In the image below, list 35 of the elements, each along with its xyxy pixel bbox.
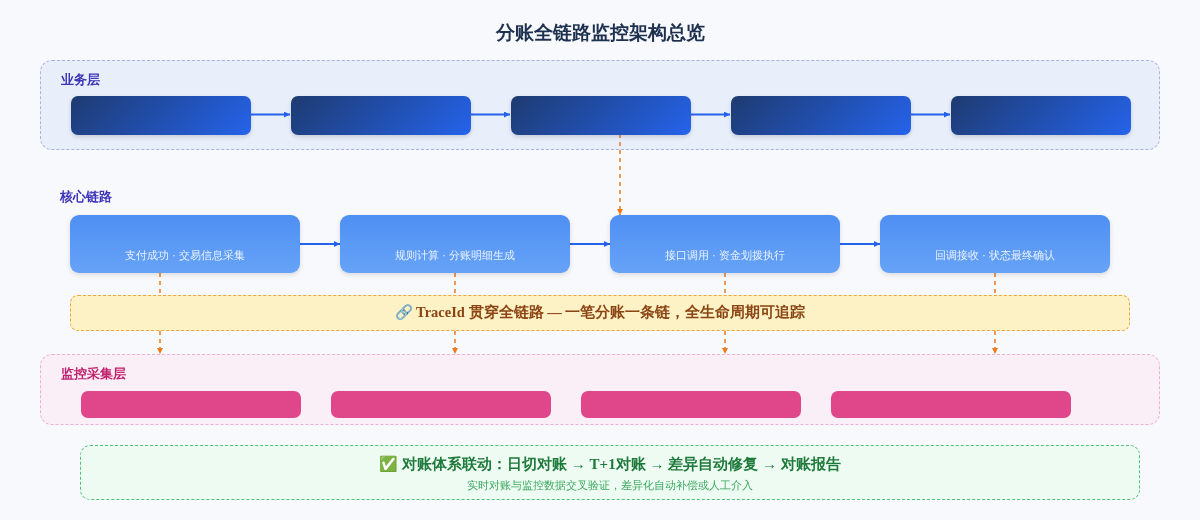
- process-box: [71, 96, 251, 135]
- banner-heading: ✅ 对账体系联动：日切对账 → T+1对账 → 差异自动修复 → 对账报告: [379, 455, 841, 474]
- monitor-box: [581, 391, 801, 418]
- layer-label: 监控采集层: [61, 365, 126, 383]
- arrow: [910, 111, 950, 118]
- arrow: [157, 330, 163, 355]
- layer-label: 业务层: [61, 71, 100, 89]
- process-box: [291, 96, 471, 135]
- arrow: [690, 111, 730, 118]
- arrow: [452, 330, 458, 355]
- process-box: 回调接收 · 状态最终确认: [880, 215, 1110, 273]
- process-box: 支付成功 · 交易信息采集: [70, 215, 300, 273]
- process-box: 规则计算 · 分账明细生成: [340, 215, 570, 273]
- arrow: [470, 111, 510, 118]
- arrow: [840, 241, 880, 247]
- arrow: [992, 330, 998, 355]
- process-box: [511, 96, 691, 135]
- arrow: [300, 241, 340, 247]
- arrow: [722, 330, 728, 355]
- monitor-box: [331, 391, 551, 418]
- layer-panel: [40, 354, 1160, 425]
- arrow: [250, 111, 290, 118]
- process-box: [731, 96, 911, 135]
- process-box: [951, 96, 1131, 135]
- arrow: [570, 241, 610, 247]
- layer-panel: [40, 60, 1160, 150]
- info-banner: [80, 445, 1140, 500]
- section-label: 核心链路: [60, 188, 112, 206]
- banner-note: 实时对账与监控数据交叉验证，差异化自动补偿或人工介入: [467, 479, 753, 493]
- monitor-box: [831, 391, 1071, 418]
- trace-banner: 🔗 TraceId 贯穿全链路 — 一笔分账一条链，全生命周期可追踪: [70, 295, 1130, 331]
- process-box: 接口调用 · 资金划拨执行: [610, 215, 840, 273]
- arrow: [617, 133, 623, 216]
- monitor-box: [81, 391, 301, 418]
- diagram-title: 分账全链路监控架构总览: [494, 20, 706, 45]
